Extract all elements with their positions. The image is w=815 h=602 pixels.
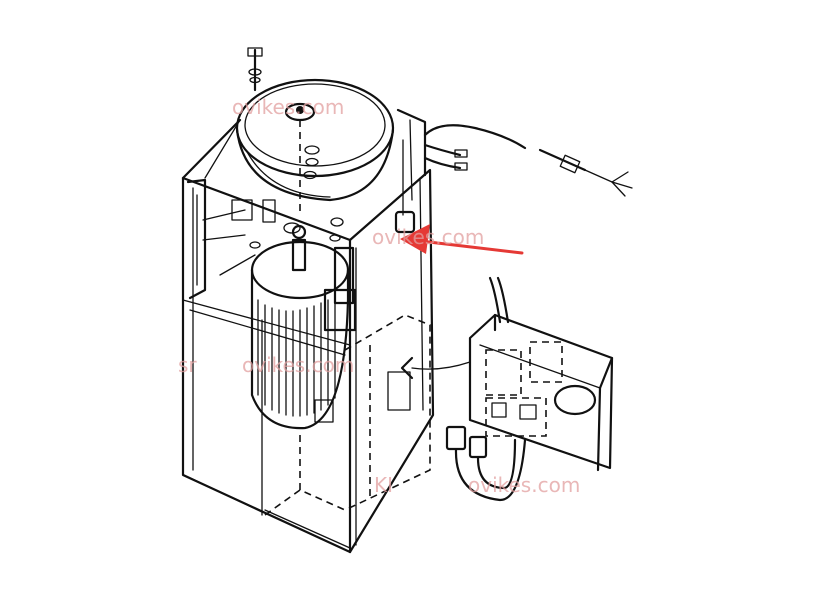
- control-box: [445, 276, 614, 502]
- red-pointer-arrow: [400, 224, 524, 255]
- access-cutout: [387, 371, 411, 411]
- side-switch-and-cord: [394, 108, 633, 234]
- hidden-electrical-box: [264, 314, 431, 516]
- fasteners: [202, 199, 344, 276]
- watermark-text: ovikes.com: [232, 95, 344, 119]
- leader-to-control-box: [400, 356, 471, 380]
- watermark-layer: ovikes.com ovikes.com sr ovikes.com KI o…: [178, 95, 580, 497]
- motor: [250, 224, 357, 430]
- watermark-text: ovikes.com: [468, 473, 580, 497]
- watermark-text: KI: [374, 473, 393, 497]
- cabinet: [181, 118, 435, 554]
- watermark-text: ovikes.com: [242, 353, 354, 377]
- watermark-text: sr: [178, 353, 197, 377]
- watermark-text: ovikes.com: [372, 225, 484, 249]
- top-cover-bowl: [204, 47, 395, 215]
